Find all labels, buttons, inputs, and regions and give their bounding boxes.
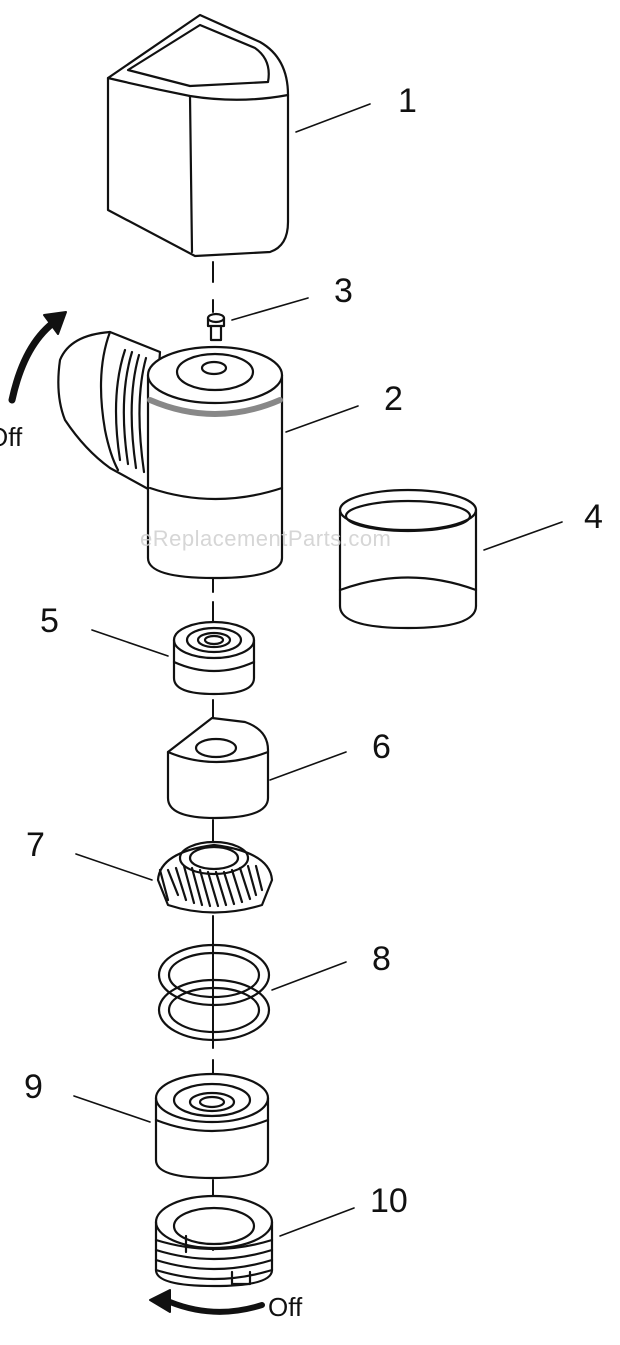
callout-2: 2 <box>384 380 403 418</box>
callout-5: 5 <box>40 602 59 640</box>
part-6-cam-block <box>166 716 270 820</box>
lower-off-label: Off <box>268 1292 303 1322</box>
part-10-threaded-collar <box>154 1194 274 1288</box>
upper-off-label: Off <box>0 422 23 452</box>
callout-4: 4 <box>584 498 603 536</box>
callout-6: 6 <box>372 728 391 766</box>
part-1-cover <box>106 13 290 258</box>
part-8-washer <box>157 943 271 1042</box>
lower-direction-arrow <box>149 1289 265 1315</box>
part-9-bearing-cup <box>154 1072 270 1180</box>
part-2-housing <box>57 330 284 580</box>
callout-9: 9 <box>24 1068 43 1106</box>
part-4-sleeve <box>338 488 478 630</box>
callout-10: 10 <box>370 1182 408 1220</box>
part-3-screw <box>206 312 226 342</box>
callout-8: 8 <box>372 940 391 978</box>
leader-lines <box>73 103 563 1237</box>
part-5-bearing <box>172 620 256 696</box>
watermark: eReplacementParts.com <box>140 526 392 551</box>
upper-direction-arrow <box>8 311 67 404</box>
part-7-bevel-gear <box>156 840 274 914</box>
callout-7: 7 <box>26 826 45 864</box>
callout-3: 3 <box>334 272 353 310</box>
callout-1: 1 <box>398 82 417 120</box>
